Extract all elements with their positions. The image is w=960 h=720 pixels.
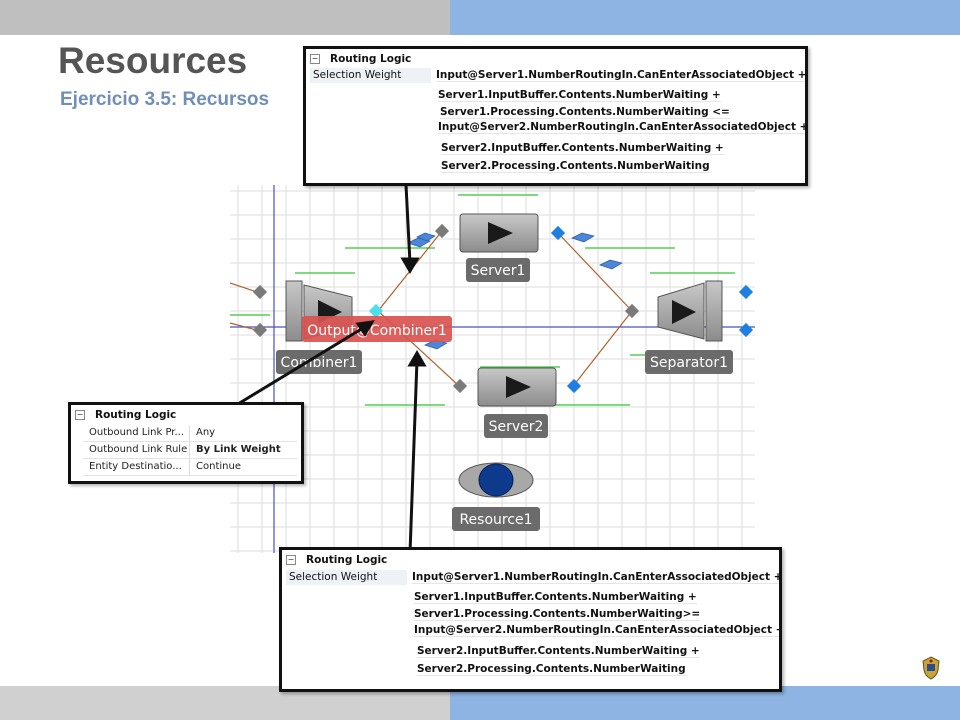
combiner-label: Combiner1 [281,355,358,371]
resource-label: Resource1 [459,512,532,528]
expression-line: Server1.Processing.Contents.NumberWaitin… [414,608,701,621]
panel-header: − Routing Logic [286,553,536,567]
expression-line: Server1.InputBuffer.Contents.NumberWaiti… [438,89,721,102]
property-row[interactable]: Outbound Link Pr... Any [83,425,297,442]
top-band-blue [450,0,960,35]
property-key: Entity Destinatio... [89,461,182,472]
crest-logo [922,656,940,680]
selection-weight-label: Selection Weight [310,68,431,83]
property-key: Outbound Link Rule [89,444,188,455]
slide-title: Resources [58,40,248,81]
property-value: Any [196,427,216,438]
collapse-icon[interactable]: − [286,555,296,565]
model-canvas[interactable]: Server1 Server2 Combiner1 Separator1 Res… [230,185,755,553]
panel-header-label: Routing Logic [306,554,388,566]
panel-header-label: Routing Logic [95,409,177,421]
expression-line: Input@Server2.NumberRoutingIn.CanEnterAs… [414,624,779,637]
expression-line: Server2.InputBuffer.Contents.NumberWaiti… [417,645,700,658]
node-diamonds[interactable] [252,223,754,394]
separator-label: Separator1 [650,355,728,371]
collapse-icon[interactable]: − [75,410,85,420]
routing-logic-panel-bottom: − Routing Logic Selection Weight Input@S… [279,547,782,692]
output-node-label: Output@Combiner1 [307,323,447,339]
server1-label: Server1 [471,263,526,279]
panel-header-label: Routing Logic [330,53,412,65]
server1-object[interactable] [459,213,539,253]
property-row[interactable]: Outbound Link Rule By Link Weight [83,442,297,459]
separator-object[interactable] [657,280,723,342]
property-value: By Link Weight [196,444,281,455]
selection-weight-label: Selection Weight [286,570,407,585]
expression-line: Server2.Processing.Contents.NumberWaitin… [441,160,710,173]
expression-line: Input@Server2.NumberRoutingIn.CanEnterAs… [438,121,808,134]
top-band-gray [0,0,450,35]
property-value: Continue [196,461,241,472]
routing-logic-panel-left: − Routing Logic Outbound Link Pr... Any … [68,402,304,484]
callout-arrows [237,185,427,553]
selection-weight-value[interactable]: Input@Server1.NumberRoutingIn.CanEnterAs… [436,69,807,82]
entity-icons [407,232,623,350]
expression-line: Server2.InputBuffer.Contents.NumberWaiti… [441,142,724,155]
server2-object[interactable] [477,367,557,407]
selection-weight-value[interactable]: Input@Server1.NumberRoutingIn.CanEnterAs… [412,571,782,584]
server2-label: Server2 [489,419,544,435]
collapse-icon[interactable]: − [310,54,320,64]
expression-line: Server1.InputBuffer.Contents.NumberWaiti… [414,591,697,604]
resource-object[interactable] [458,462,534,498]
property-key: Outbound Link Pr... [89,427,185,438]
routing-logic-panel-top: − Routing Logic Selection Weight Input@S… [303,46,808,186]
slide-subtitle: Ejercicio 3.5: Recursos [60,89,270,110]
panel-header: − Routing Logic [75,408,301,422]
property-row[interactable]: Entity Destinatio... Continue [83,459,297,476]
expression-line: Server2.Processing.Contents.NumberWaitin… [417,663,686,676]
expression-line: Server1.Processing.Contents.NumberWaitin… [440,106,730,119]
panel-header: − Routing Logic [310,52,560,66]
